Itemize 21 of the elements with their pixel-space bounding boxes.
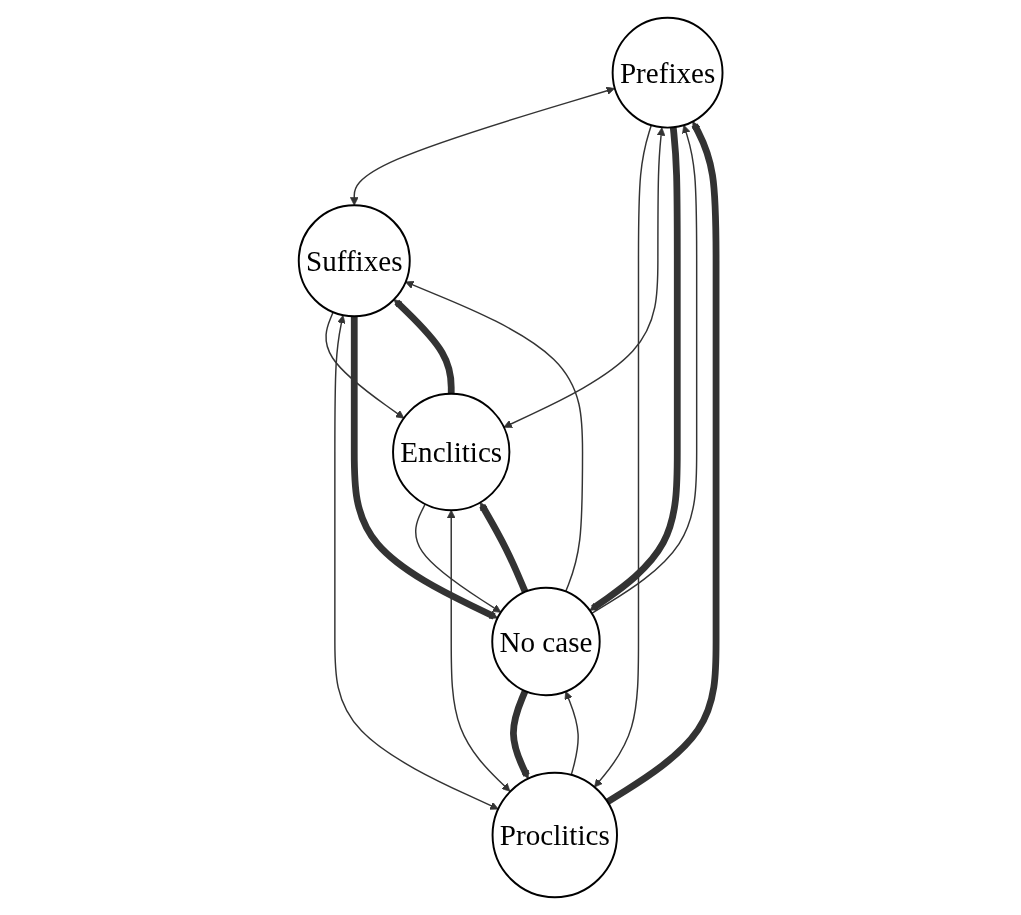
arrow [446, 509, 511, 792]
node-circle: No case [491, 586, 601, 697]
arrow [590, 124, 698, 615]
arrow [605, 121, 720, 805]
arrow [503, 127, 666, 428]
node-circle: Enclitics [391, 392, 511, 512]
arrow [350, 316, 498, 620]
node-circle: Proclitics [491, 771, 618, 899]
arrow [479, 502, 529, 594]
arrow [393, 299, 455, 394]
arrow [405, 280, 584, 593]
arrow [564, 691, 579, 776]
node-circle: Prefixes [611, 16, 724, 129]
arrow [589, 127, 681, 612]
node-circle: Suffixes [297, 204, 411, 318]
arrow [334, 315, 499, 810]
arrow [349, 86, 615, 206]
arrow [414, 503, 502, 613]
arrow [509, 689, 530, 780]
arrow [593, 124, 652, 788]
arrow [325, 311, 405, 419]
